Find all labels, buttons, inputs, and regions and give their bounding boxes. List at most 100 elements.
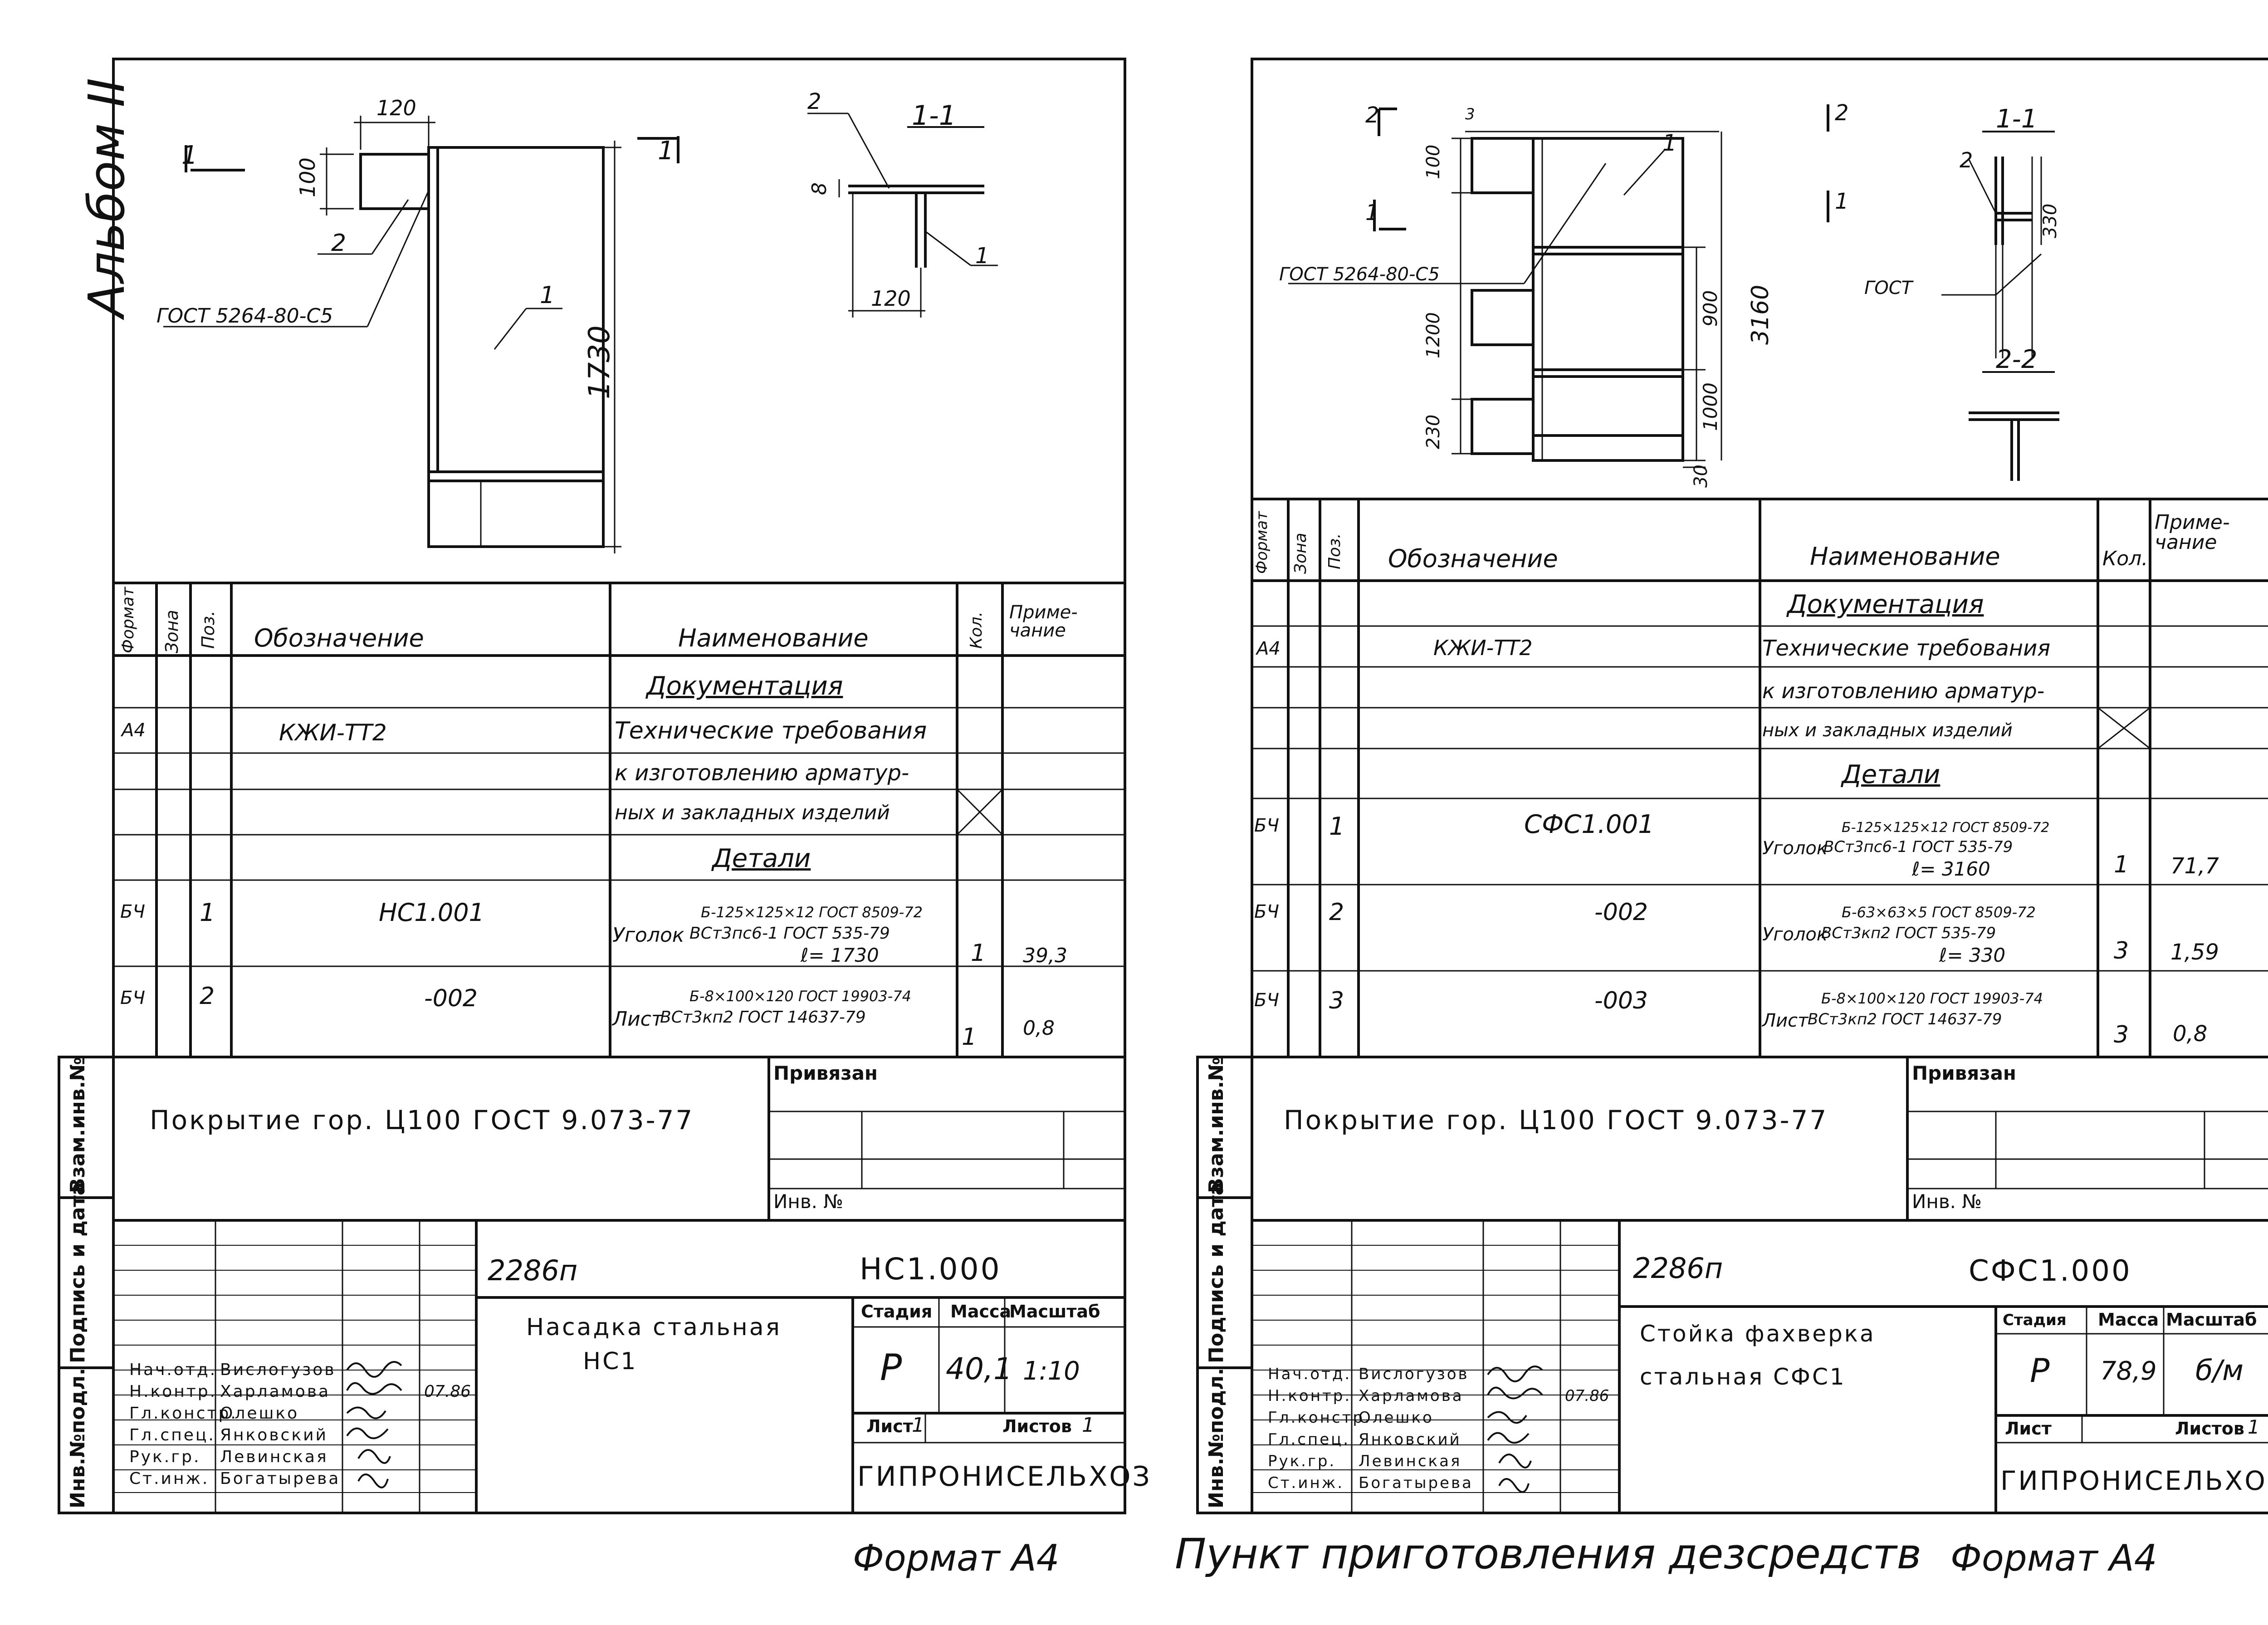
dim-330: 330 xyxy=(2040,203,2061,238)
coating-note: Покрытие гор. Ц100 ГОСТ 9.073-77 xyxy=(150,1105,694,1136)
col-pos: Поз. xyxy=(1325,533,1344,569)
col-name: Наименование xyxy=(1810,542,2000,571)
right-sheet: 2 2 1 1 ГОСТ 5264-80-С5 3 1 100 1200 230… xyxy=(1152,0,2268,1625)
row3-name-bottom: ВСт3кп2 ГОСТ 14637-79 xyxy=(1808,1010,2002,1028)
row2-note: 0,8 xyxy=(1023,1017,1055,1040)
sheets-value: 1 xyxy=(2248,1416,2260,1438)
row1-name-bottom: ВСт3пс6-1 ГОСТ 535-79 xyxy=(1823,838,2013,856)
name-6: Богатырева xyxy=(1359,1474,1473,1492)
doc-name-line1: Технические требования xyxy=(615,717,927,744)
row1-pos: 1 xyxy=(200,898,215,927)
dim-100: 100 xyxy=(295,157,320,197)
pos1-label: 1 xyxy=(1662,130,1677,156)
sheet-label: Лист xyxy=(2005,1419,2052,1439)
weld-note: ГОСТ 5264-80-С5 xyxy=(1279,264,1440,285)
mass-label: Масса xyxy=(2098,1310,2159,1330)
column-drawing xyxy=(163,113,998,553)
section-docs: Документация xyxy=(646,671,843,701)
section-mark-left: 1 xyxy=(181,141,198,170)
name-1: Вислогузов xyxy=(1359,1365,1469,1383)
row1-length: ℓ= 1730 xyxy=(801,944,879,966)
stage-label: Стадия xyxy=(861,1302,933,1322)
section-title-1: 1-1 xyxy=(1996,104,2038,134)
row2-pos: 2 xyxy=(1329,899,1344,926)
doc-designation: КЖИ-ТТ2 xyxy=(279,720,387,746)
row1-pos: 1 xyxy=(1329,812,1345,841)
doc-name-line2: к изготовлению арматур- xyxy=(1762,679,2045,703)
row3-note: 0,8 xyxy=(2173,1021,2208,1047)
date: 07.86 xyxy=(424,1382,471,1401)
privyazan-label: Привязан xyxy=(773,1062,878,1084)
scale-label: Масштаб xyxy=(1009,1302,1100,1322)
mark2-right: 2 xyxy=(1835,100,1849,126)
row2-name-top: Б-8×100×120 ГОСТ 19903-74 xyxy=(689,988,911,1005)
col-format: Формат xyxy=(119,587,137,653)
row1-name-top: Б-125×125×12 ГОСТ 8509-72 xyxy=(1842,820,2050,836)
col-pos: Поз. xyxy=(198,610,218,649)
plate-pos-label: 2 xyxy=(331,230,347,257)
col-designation: Обозначение xyxy=(1388,544,1558,573)
mark2-left: 2 xyxy=(1365,103,1379,128)
mass-value: 40,1 xyxy=(946,1351,1012,1386)
side-label-inv: Взам.инв.№ xyxy=(66,1057,89,1193)
doc-name-line1: Технические требования xyxy=(1762,636,2051,661)
row3-name-prefix: Лист xyxy=(1762,1010,1809,1031)
row1-name-top: Б-125×125×12 ГОСТ 8509-72 xyxy=(701,904,923,921)
title-line1: Стойка фахверка xyxy=(1640,1321,1876,1347)
section-mark-right: 1 xyxy=(658,136,674,166)
side-label-orig: Инв.№подл. xyxy=(66,1368,89,1508)
doc-name-line3: ных и закладных изделий xyxy=(1762,720,2013,741)
dim-100: 100 xyxy=(1423,144,1444,179)
row2-note: 1,59 xyxy=(2170,940,2219,965)
dim-230: 230 xyxy=(1423,414,1444,449)
doc-designation: КЖИ-ТТ2 xyxy=(1433,636,1533,660)
doc-name-line3: ных и закладных изделий xyxy=(615,801,890,824)
row2-qty: 3 xyxy=(2114,937,2129,964)
row3-qty: 3 xyxy=(2114,1021,2129,1048)
doc-format: А4 xyxy=(122,720,146,741)
coating-note: Покрытие гор. Ц100 ГОСТ 9.073-77 xyxy=(1284,1105,1828,1136)
col-zone: Зона xyxy=(162,610,182,653)
role-6: Ст.инж. xyxy=(1268,1474,1344,1492)
row1-name-prefix: Уголок xyxy=(612,924,684,947)
row1-designation: СФС1.001 xyxy=(1524,810,1654,839)
dim-1730: 1730 xyxy=(583,325,616,399)
row3-designation: -003 xyxy=(1594,987,1648,1014)
angle-pos-label: 1 xyxy=(540,282,555,309)
row1-qty: 1 xyxy=(2114,851,2129,878)
name-6: Богатырева xyxy=(220,1469,341,1488)
sheets-value: 1 xyxy=(1082,1414,1095,1437)
mass-label: Масса xyxy=(950,1302,1012,1322)
row2-qty: 1 xyxy=(962,1023,977,1051)
row2-designation: -002 xyxy=(424,985,478,1012)
role-3: Гл.констр. xyxy=(129,1404,238,1423)
role-2: Н.контр. xyxy=(1268,1387,1352,1405)
row1-format: БЧ xyxy=(120,901,145,922)
row2-name-prefix: Уголок xyxy=(1762,924,1828,945)
doc-format: А4 xyxy=(1256,638,1281,659)
row2-name-bottom: ВСт3кп2 ГОСТ 535-79 xyxy=(1821,924,1996,942)
section-pos1: 1 xyxy=(975,243,989,269)
row2-length: ℓ= 330 xyxy=(1939,944,2006,966)
name-5: Левинская xyxy=(220,1448,328,1466)
format-label: Формат А4 xyxy=(1950,1537,2157,1579)
right-sheet-lines xyxy=(1196,58,2268,1514)
privyazan-label: Привязан xyxy=(1912,1062,2016,1084)
row1-designation: НС1.001 xyxy=(379,898,484,927)
side-label-sign: Подпись и дата xyxy=(1205,1182,1228,1363)
side-label-inv: Взам.инв.№ xyxy=(1205,1057,1228,1193)
org-name: ГИПРОНИСЕЛЬХОЗ xyxy=(857,1461,1152,1493)
section-title-2: 2-2 xyxy=(1996,345,2038,374)
role-2: Н.контр. xyxy=(129,1382,217,1401)
row2-format: БЧ xyxy=(120,988,145,1008)
name-2: Харламова xyxy=(220,1382,331,1401)
sheet-label: Лист xyxy=(866,1416,913,1436)
section-details: Детали xyxy=(712,844,811,873)
role-4: Гл.спец. xyxy=(129,1426,215,1444)
row1-name-bottom: ВСт3пс6-1 ГОСТ 535-79 xyxy=(689,924,890,943)
scale-value: 1:10 xyxy=(1023,1356,1080,1386)
title-line1: Насадка стальная xyxy=(526,1314,782,1341)
scale-label: Масштаб xyxy=(2166,1310,2257,1330)
weld-note: ГОСТ 5264-80-С5 xyxy=(156,304,333,328)
row1-name-prefix: Уголок xyxy=(1762,838,1828,859)
